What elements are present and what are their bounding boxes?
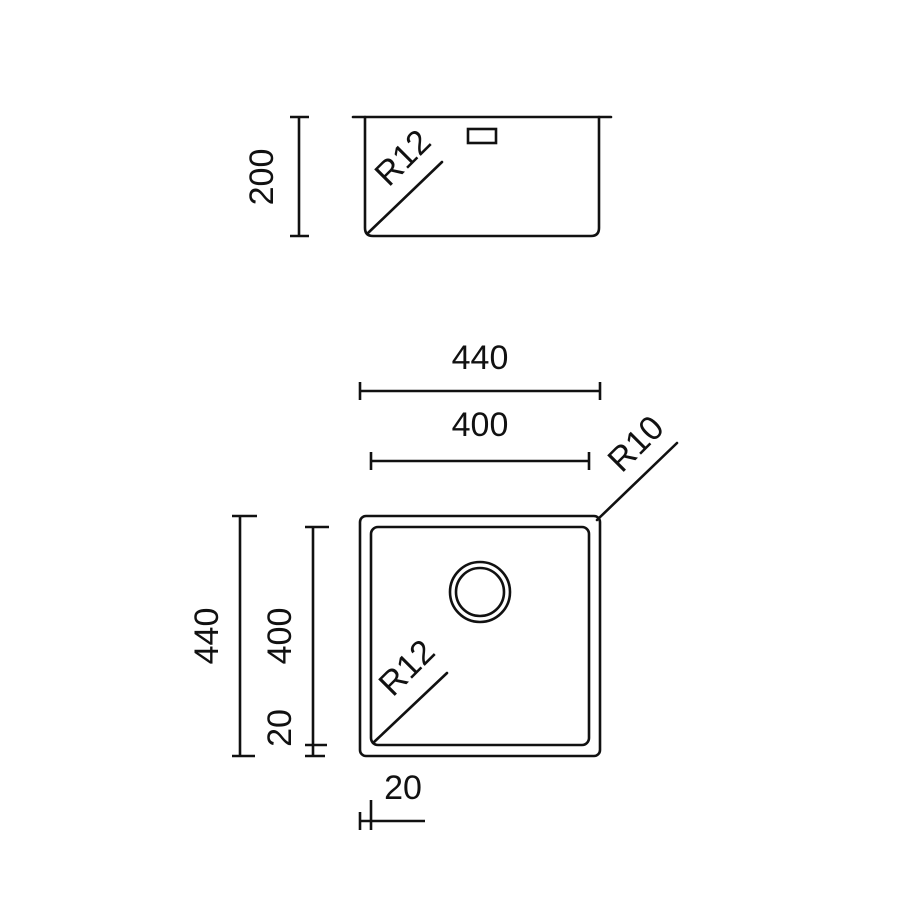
outer-width-label: 440 (452, 339, 509, 377)
plan-view: 440 400 R10 R12 440 400 20 20 (188, 339, 679, 830)
depth-label: 200 (243, 149, 281, 206)
section-view: R12 200 (243, 115, 613, 238)
inner-radius-leader (371, 671, 449, 745)
inner-height-label: 400 (261, 608, 299, 665)
sink-bowl (369, 525, 591, 747)
rim-width-label: 20 (384, 769, 422, 807)
inner-width-label: 400 (452, 406, 509, 444)
inner-radius-label: R12 (372, 633, 443, 704)
overflow-icon (466, 127, 498, 145)
sink-outer-rim (358, 514, 602, 758)
rim-height-label: 20 (261, 709, 299, 747)
radius-leader (366, 160, 444, 235)
outer-radius-label: R10 (601, 409, 672, 480)
outer-height-label: 440 (188, 608, 226, 665)
outer-radius-leader (595, 441, 679, 522)
drain-outer-icon (448, 560, 512, 624)
radius-label: R12 (368, 123, 439, 194)
drain-inner-icon (454, 566, 506, 618)
bowl-section-outline (363, 115, 601, 238)
